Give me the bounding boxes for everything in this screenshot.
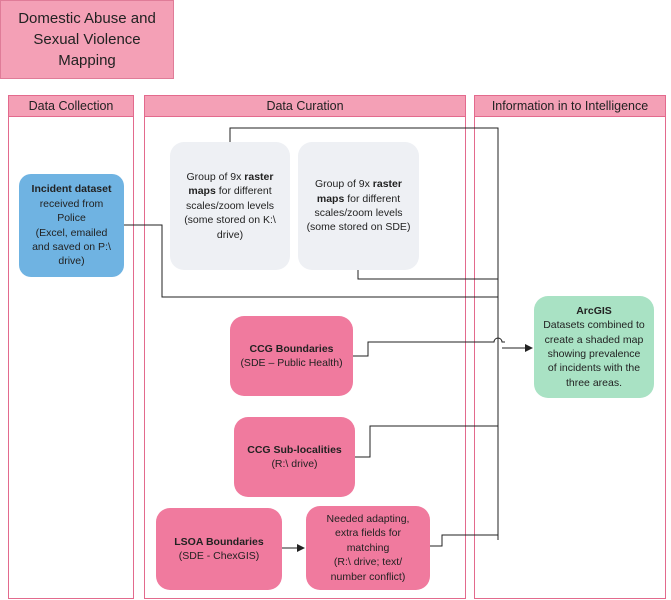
raster2-line-4: (some stored on SDE) (306, 221, 411, 234)
lsoa-line-1: (SDE - ChexGIS) (178, 550, 260, 562)
node-arcgis: ArcGIS Datasets combined to create a sha… (534, 296, 654, 398)
node-raster-maps-k-drive: Group of 9x raster maps for different sc… (170, 142, 290, 270)
arcgis-line-1: Datasets combined to (543, 319, 645, 332)
node-lsoa-boundaries: LSOA Boundaries (SDE - ChexGIS) (156, 508, 282, 590)
raster2-line-3: scales/zoom levels (314, 207, 403, 219)
raster1-line-2b: for different (215, 185, 272, 198)
incident-line-1: received from (39, 197, 104, 210)
raster2-line-1a: Group of 9x (315, 178, 373, 191)
diagram-title: Domestic Abuse and Sexual Violence Mappi… (0, 0, 174, 79)
ccg-boundaries-title: CCG Boundaries (249, 342, 334, 355)
raster2-line-1b: raster (372, 178, 402, 191)
arcgis-line-2: create a shaded map (544, 333, 644, 346)
ccg-sub-line-1: (R:\ drive) (271, 458, 318, 470)
raster1-line-1b: raster (244, 170, 274, 183)
node-needed-adapting: Needed adapting, extra fields for matchi… (306, 506, 430, 590)
raster1-line-1a: Group of 9x (186, 170, 245, 183)
ccg-sub-title: CCG Sub-localities (247, 443, 342, 456)
incident-line-5: drive) (58, 255, 85, 268)
raster1-line-5: drive) (216, 228, 244, 241)
node-raster-maps-sde: Group of 9x raster maps for different sc… (298, 142, 419, 270)
title-line-2: Sexual Violence Mapping (33, 31, 141, 69)
lsoa-title: LSOA Boundaries (174, 535, 264, 548)
raster1-line-3: scales/zoom levels (185, 199, 275, 212)
incident-line-3: (Excel, emailed (35, 226, 108, 239)
adapting-line-4: (R:\ drive; text/ (333, 556, 403, 569)
lane-header-information-intelligence: Information in to Intelligence (475, 96, 665, 117)
title-line-1: Domestic Abuse and (18, 10, 156, 27)
incident-title: Incident dataset (31, 183, 112, 196)
adapting-line-2: extra fields for (335, 527, 401, 540)
node-ccg-sub-localities: CCG Sub-localities (R:\ drive) (234, 417, 355, 497)
ccg-boundaries-line-1: (SDE – Public Health) (240, 357, 343, 369)
adapting-line-3: matching (346, 541, 390, 554)
lane-data-collection: Data Collection (8, 95, 134, 599)
node-incident-dataset: Incident dataset received from Police (E… (19, 174, 124, 277)
incident-line-2: Police (57, 212, 86, 225)
arcgis-line-4: of incidents with the (547, 362, 641, 375)
incident-line-4: and saved on P:\ (32, 240, 111, 253)
arcgis-title: ArcGIS (576, 304, 612, 317)
raster2-line-2a: maps (316, 192, 345, 205)
lane-header-data-curation: Data Curation (145, 96, 465, 117)
raster2-line-2b: for different (344, 192, 401, 205)
node-ccg-boundaries: CCG Boundaries (SDE – Public Health) (230, 316, 353, 396)
lane-header-data-collection: Data Collection (9, 96, 133, 117)
arcgis-line-5: three areas. (565, 376, 623, 389)
adapting-line-5: number conflict) (330, 570, 406, 583)
raster1-line-2a: maps (188, 185, 216, 198)
arcgis-line-3: showing prevalence (547, 348, 641, 360)
raster1-line-4: (some stored on K:\ (184, 214, 276, 227)
adapting-line-1: Needed adapting, (326, 512, 410, 525)
